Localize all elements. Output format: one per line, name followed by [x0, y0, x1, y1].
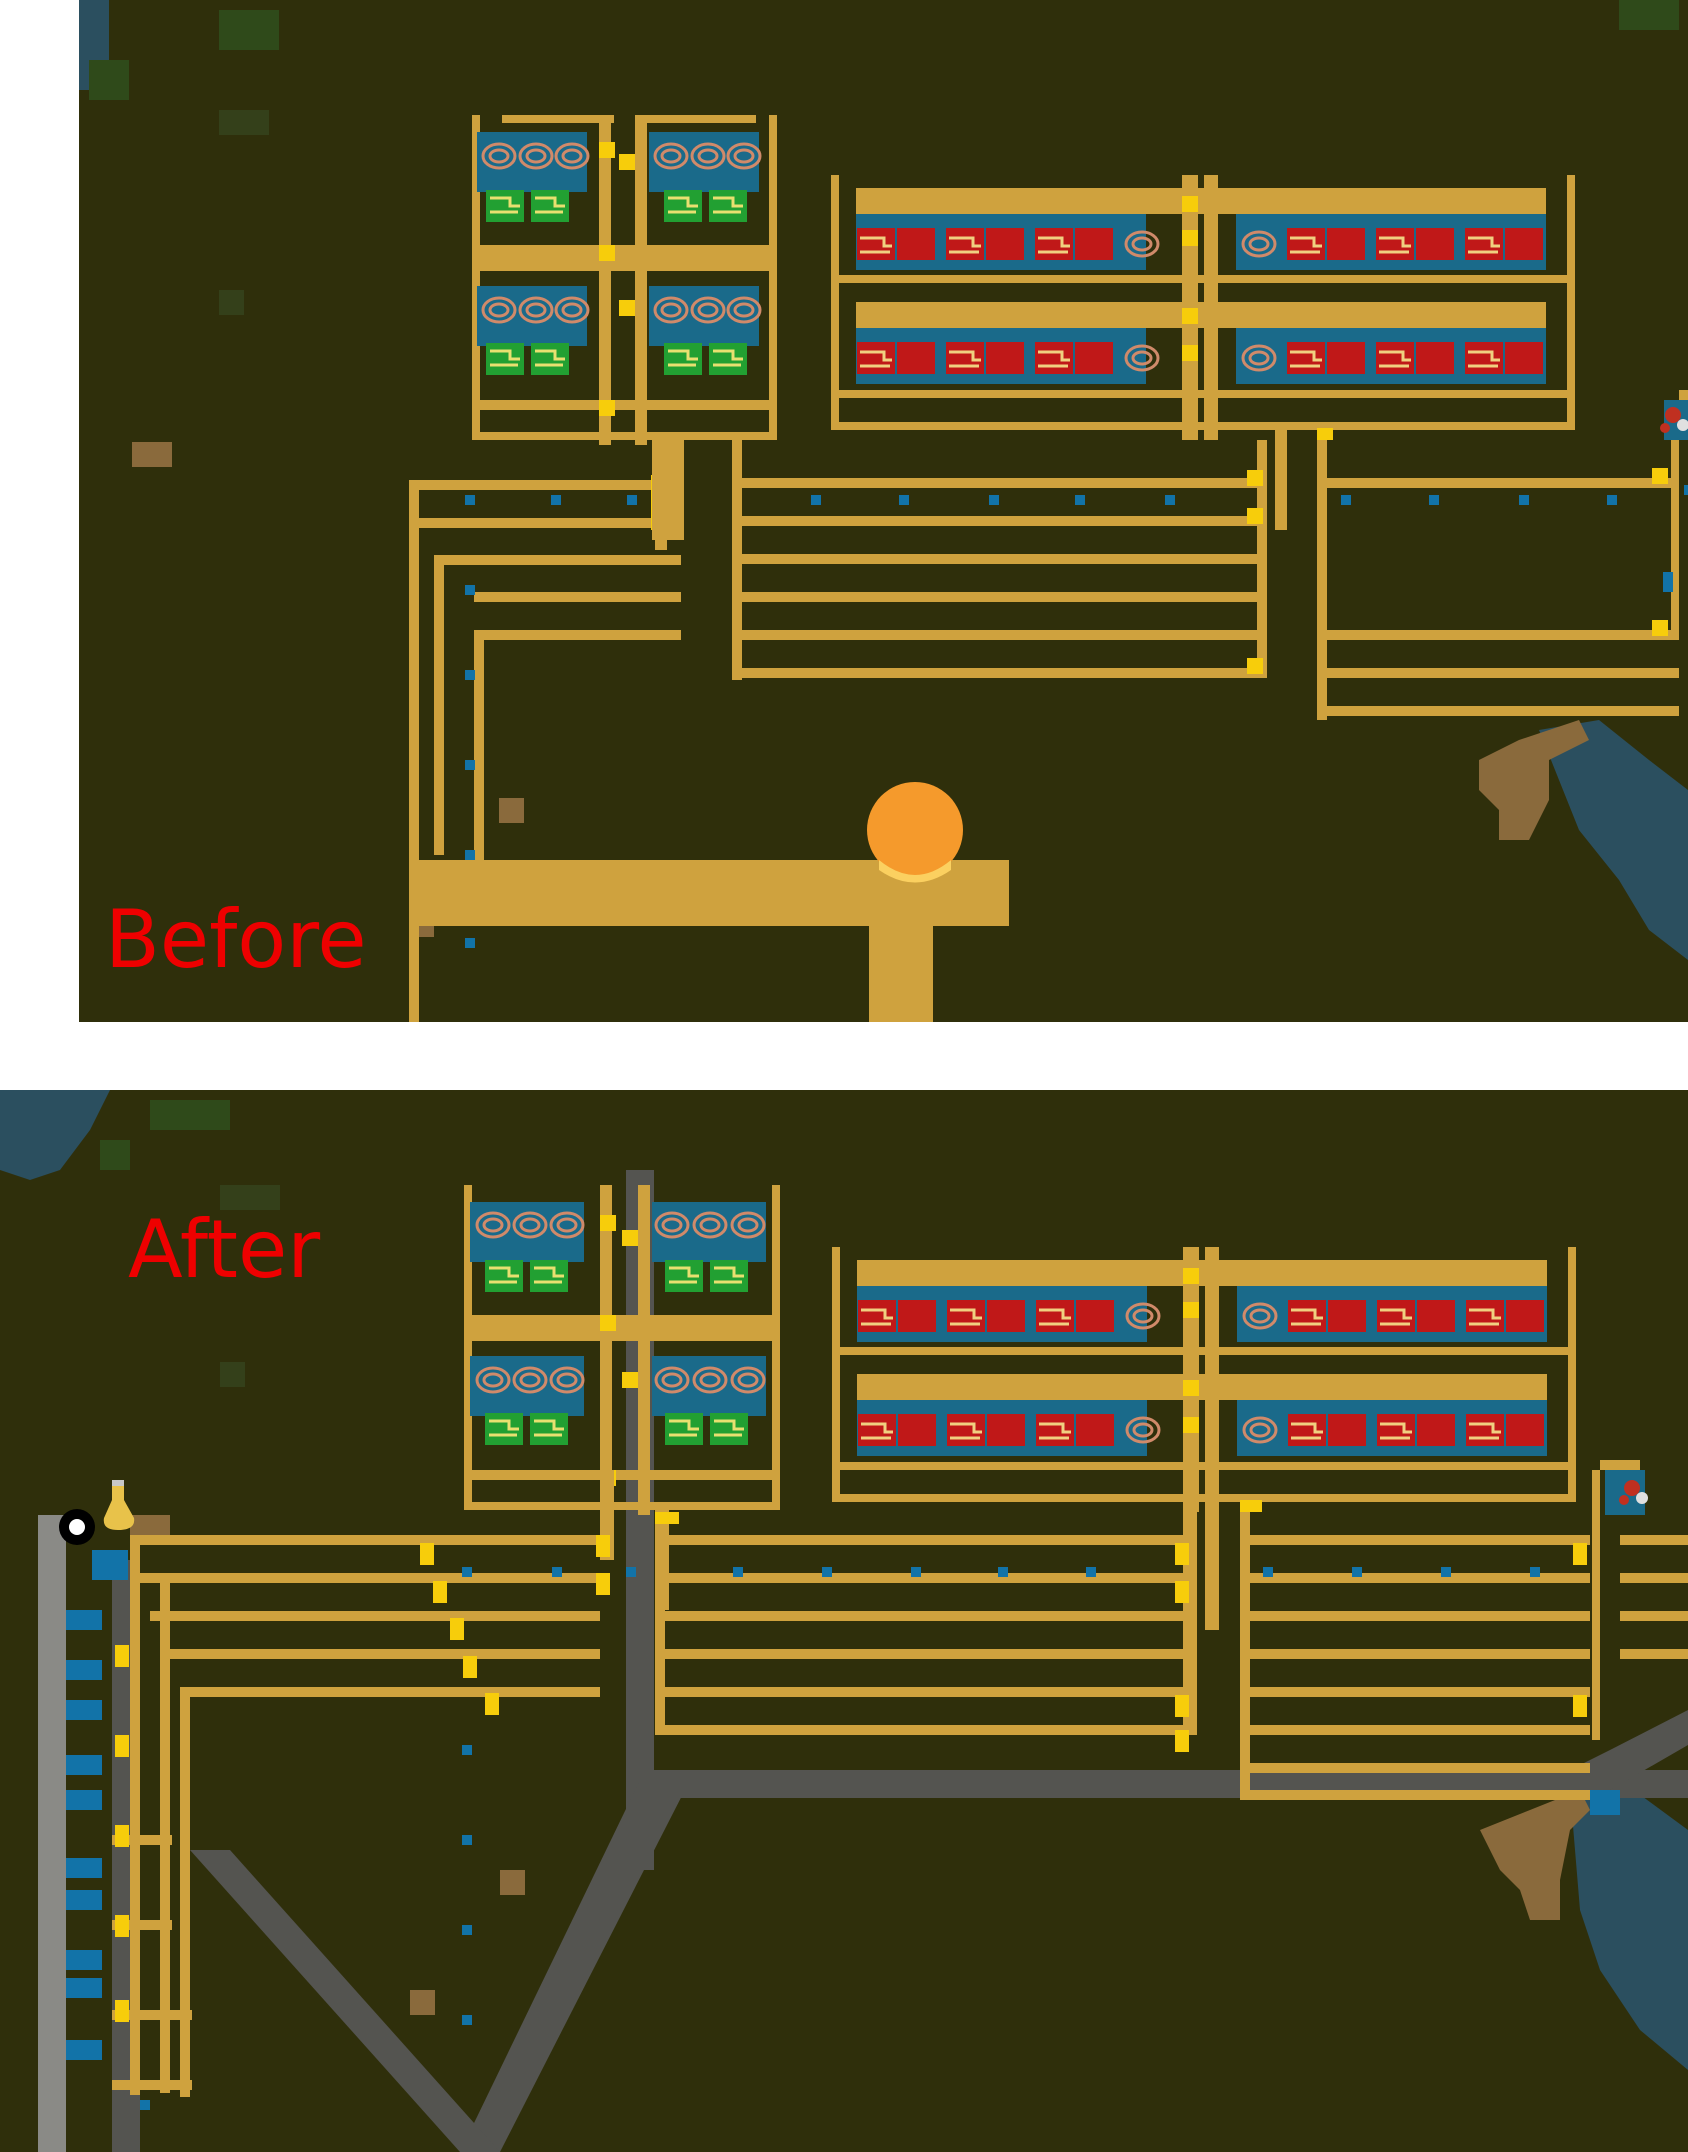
- terrain-water: [0, 1090, 110, 1180]
- assembler-block-top-left: [464, 1185, 780, 1515]
- terrain-dirt: [132, 442, 172, 467]
- panel-label-before: Before: [105, 900, 367, 980]
- terrain-grass: [220, 1362, 245, 1387]
- chemical-icon: [1605, 1470, 1648, 1515]
- before-panel: Before: [79, 0, 1688, 1022]
- terrain-grass: [219, 110, 269, 135]
- terrain-grass: [150, 1100, 230, 1130]
- belt-lanes: [409, 440, 1009, 1022]
- before-map: [79, 0, 1688, 1022]
- science-pack-icon: [104, 1480, 134, 1530]
- terrain-grass: [219, 10, 279, 50]
- terrain-water: [1570, 1780, 1688, 2070]
- terrain-grass: [89, 60, 129, 100]
- assembler-block-right: [832, 1247, 1576, 1512]
- belt-grid-center: [596, 1470, 1219, 1752]
- terrain-dirt: [500, 1870, 525, 1895]
- after-panel: After: [0, 1090, 1688, 2152]
- terrain-grass: [100, 1140, 130, 1170]
- train-stop-marker-center: [69, 1519, 85, 1535]
- terrain-grass: [219, 290, 244, 315]
- belt-right-lanes: [1317, 390, 1688, 720]
- electronic-circuit-icon: [485, 1260, 748, 1445]
- electronic-circuit-icon: [486, 190, 747, 375]
- terrain-water: [1539, 720, 1688, 960]
- terrain-dirt: [1480, 1790, 1590, 1920]
- belt-horizontal-center: [732, 430, 1287, 680]
- assembler-block-right: [831, 175, 1575, 440]
- belt-grid-main: [654, 440, 684, 540]
- terrain-grass: [1619, 0, 1679, 30]
- terrain-dirt: [410, 1990, 435, 2015]
- chemical-icon: [1660, 400, 1688, 440]
- panel-label-after: After: [128, 1210, 320, 1290]
- terrain-dirt: [499, 798, 524, 823]
